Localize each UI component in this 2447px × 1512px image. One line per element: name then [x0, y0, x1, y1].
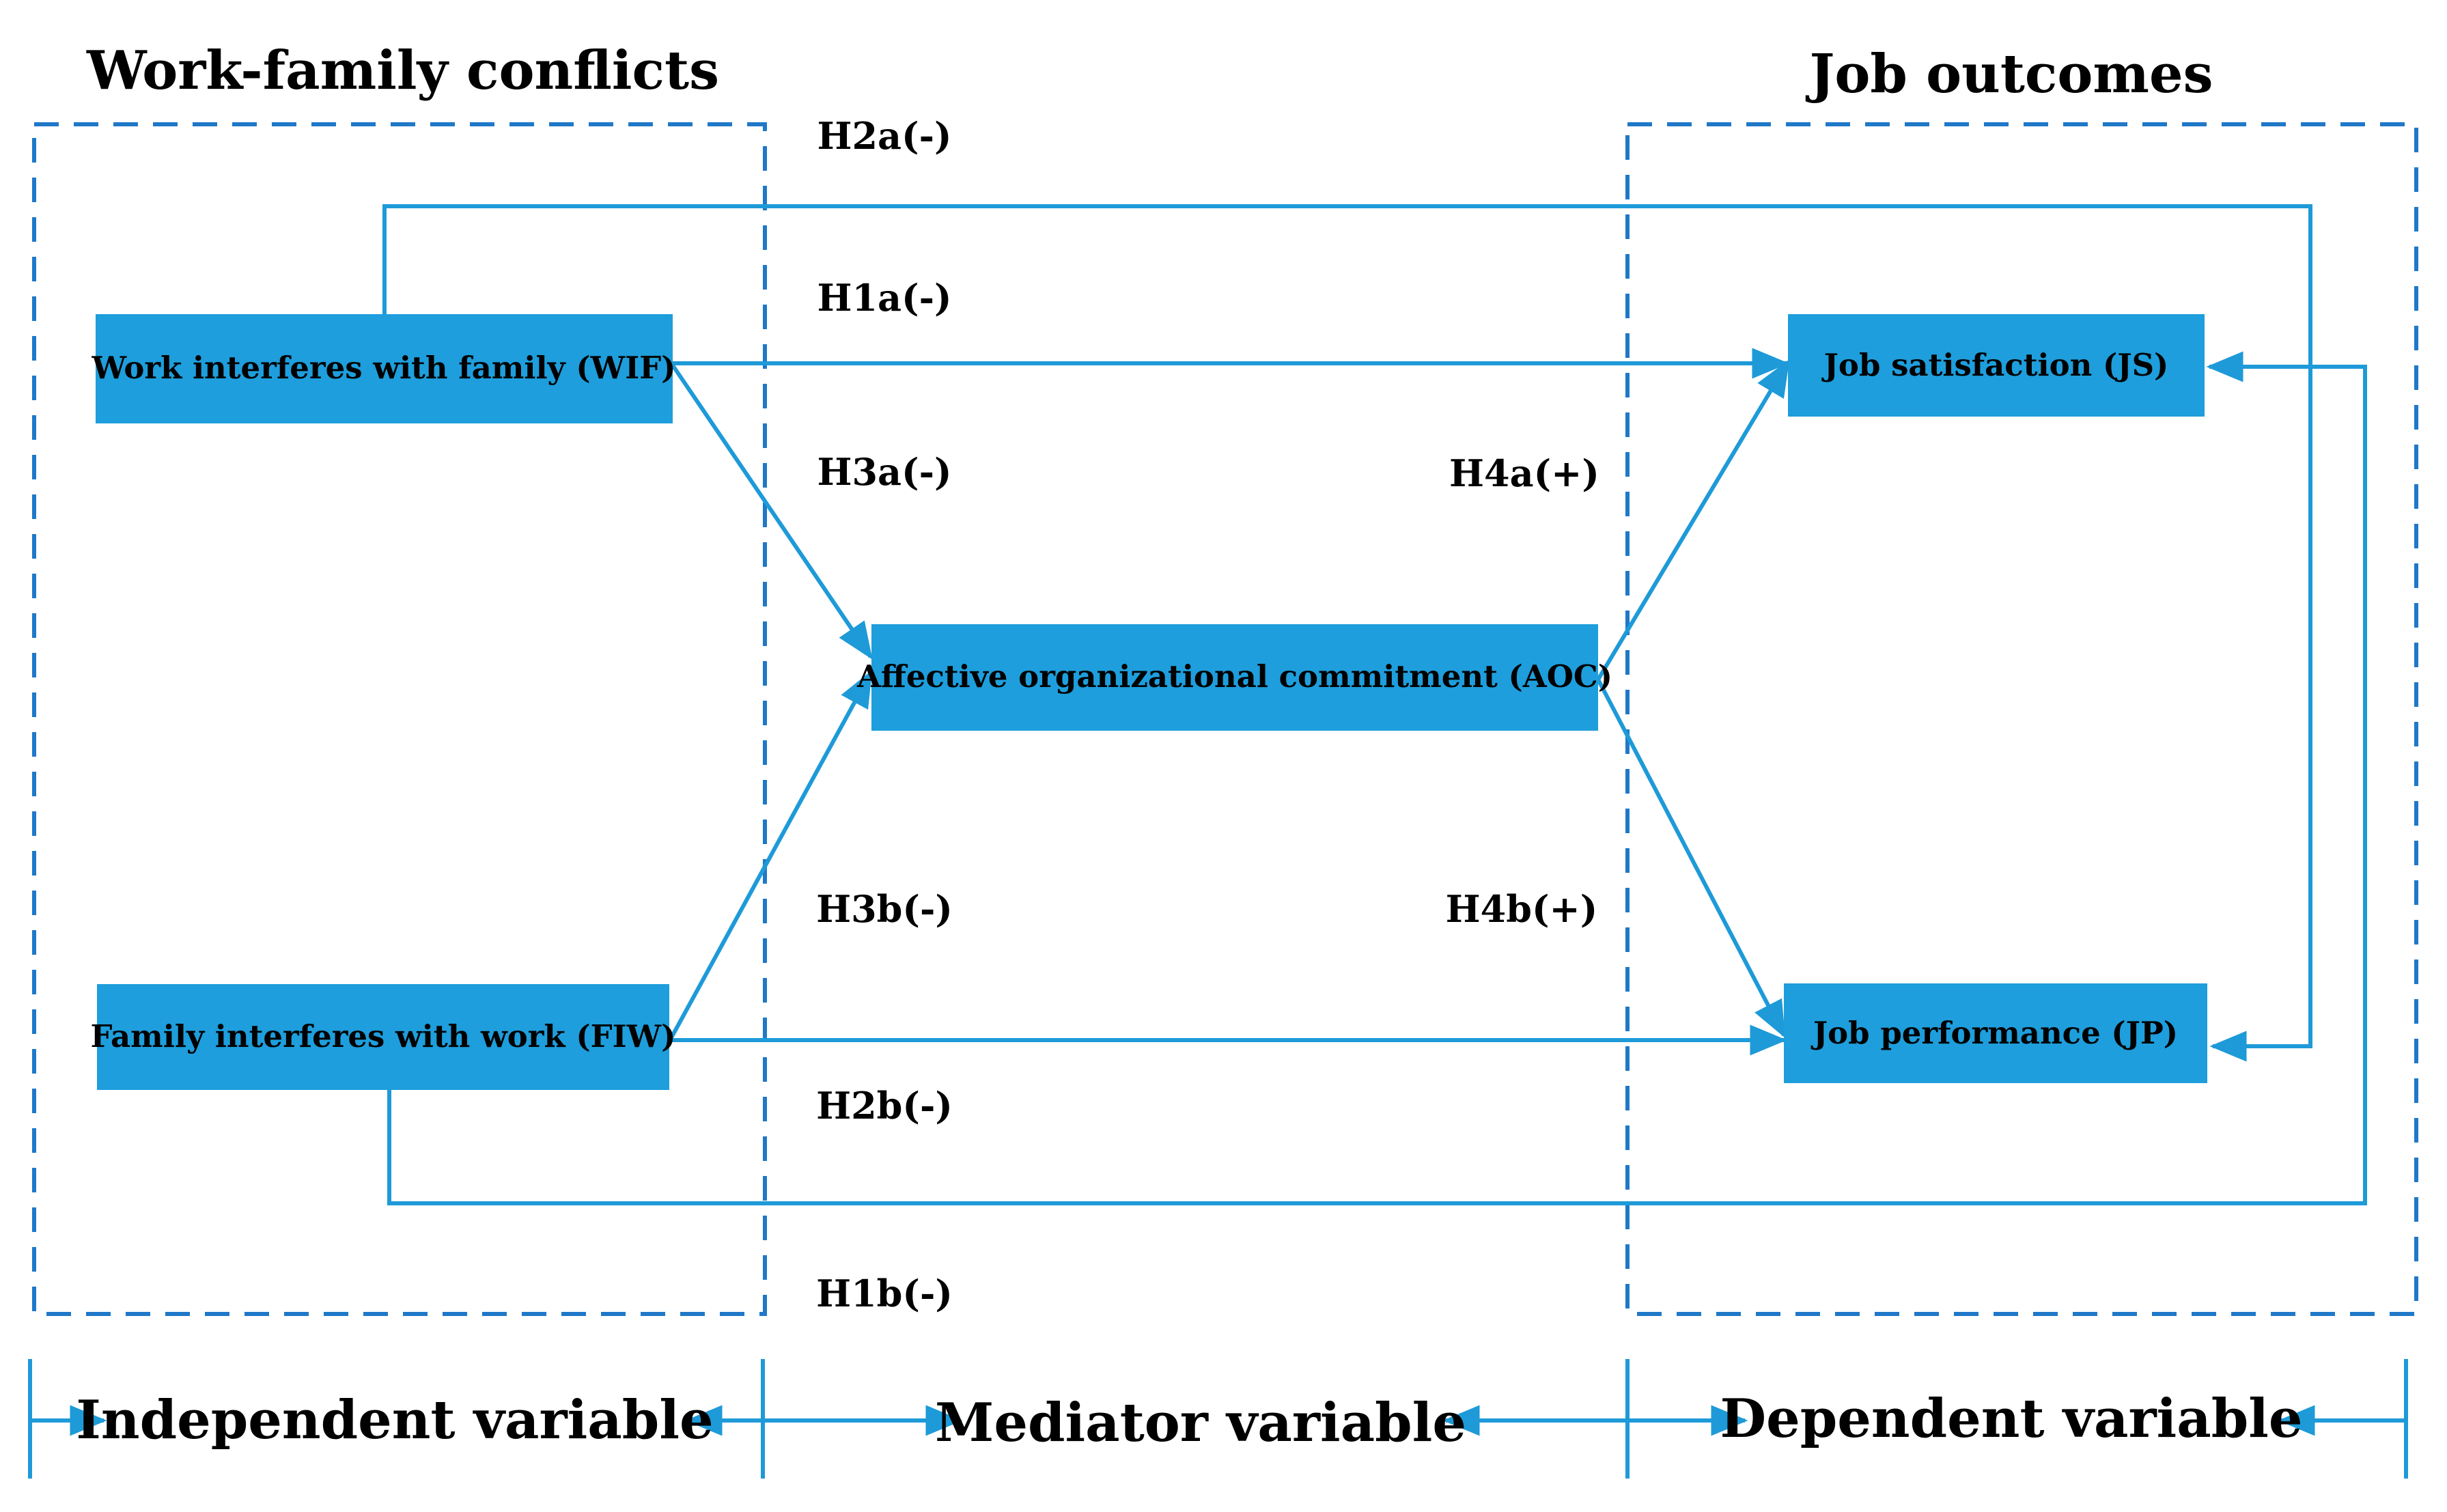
path-aoc-to-jp [1596, 678, 1786, 1038]
fiw-box: Family interferes with work (FIW) [91, 984, 676, 1090]
hypothesis-h3b: H3b(-) [816, 887, 953, 931]
hypothesis-h3a: H3a(-) [817, 450, 951, 494]
path-fiw-to-aoc [667, 670, 873, 1043]
js-label: Job satisfaction (JS) [1821, 347, 2169, 383]
path-wif-to-aoc [671, 364, 873, 660]
independent-group-border [32, 122, 767, 1316]
aoc-box: Affective organizational commitment (AOC… [856, 624, 1612, 731]
job-outcomes-title: Job outcomes [1806, 43, 2213, 105]
js-box: Job satisfaction (JS) [1788, 314, 2205, 417]
wif-label: Work interferes with family (WIF) [92, 350, 676, 386]
dependent-group-border [1625, 122, 2418, 1316]
path-wif-to-jp [382, 204, 2312, 1062]
path-aoc-to-js [1596, 359, 1790, 681]
hypothesis-h1b: H1b(-) [816, 1272, 953, 1315]
hypothesis-h4b: H4b(+) [1446, 887, 1598, 931]
aoc-label: Affective organizational commitment (AOC… [856, 658, 1612, 695]
variable-type-scale: Independent variable Mediator variable D… [28, 1359, 2408, 1479]
path-fiw-to-js [387, 351, 2367, 1205]
jp-label: Job performance (JP) [1810, 1015, 2178, 1051]
mediator-variable-label: Mediator variable [935, 1392, 1466, 1454]
dependent-variable-label: Dependent variable [1720, 1388, 2302, 1450]
fiw-label: Family interferes with work (FIW) [91, 1018, 676, 1054]
wif-box: Work interferes with family (WIF) [92, 314, 676, 423]
hypothesis-h2b: H2b(-) [816, 1084, 953, 1128]
jp-box: Job performance (JP) [1784, 983, 2207, 1083]
hypothesis-h2a: H2a(-) [817, 114, 951, 158]
hypothesis-h1a: H1a(-) [817, 276, 951, 320]
independent-variable-label: Independent variable [76, 1389, 713, 1451]
hypothesis-h4a: H4a(+) [1449, 451, 1599, 495]
work-family-conflicts-title: Work-family conflicts [86, 40, 719, 102]
